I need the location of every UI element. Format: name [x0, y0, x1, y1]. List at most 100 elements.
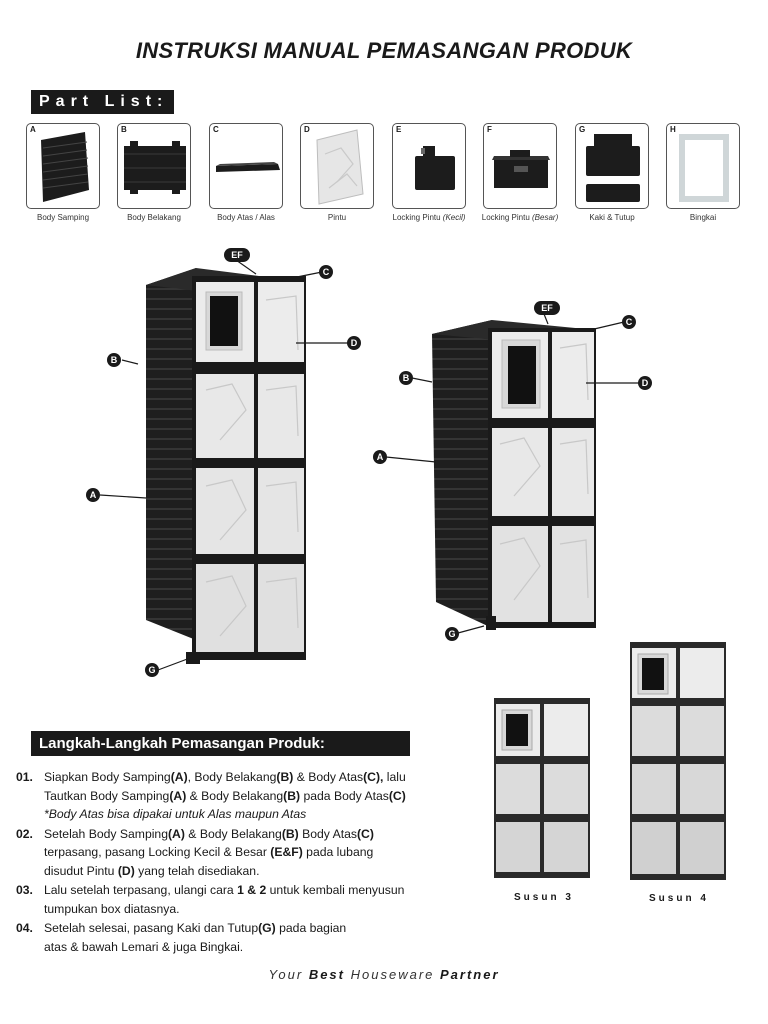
steps-heading: Langkah-Langkah Pemasangan Produk: [31, 731, 410, 756]
page-title: INSTRUKSI MANUAL PEMASANGAN PRODUK [135, 38, 633, 63]
part-f: F Locking Pintu (Besar) [482, 123, 558, 222]
caption-main: Locking Pintu [481, 213, 530, 222]
callout-g: G [445, 627, 459, 641]
part-letter: E [396, 125, 402, 134]
part-letter: A [30, 125, 36, 134]
susun-4-label: Susun 4 [649, 893, 709, 904]
part-caption: Pintu [327, 213, 347, 222]
tagline-word: Best [308, 967, 345, 982]
step-line: terpasang, pasang Locking Kecil & Besar … [44, 843, 486, 862]
text: , Body Belakang [187, 770, 277, 784]
caption-suffix: (Besar) [532, 213, 559, 222]
text: & Body Belakang [184, 826, 282, 841]
steps-list: 01. Siapkan Body Samping(A), Body Belaka… [16, 768, 486, 957]
part-caption: Body Samping [36, 213, 90, 222]
text: pada Body Atas [300, 788, 389, 803]
step-line: Setelah selesai, pasang Kaki dan Tutup(G… [44, 919, 486, 938]
text: disudut Pintu [44, 863, 118, 878]
assembly-diagram: EF C B D A G EF C B D A G [0, 240, 768, 690]
body-atas-image [216, 162, 280, 172]
part-e: E Locking Pintu (Kecil) [392, 123, 466, 222]
ref: (C), [363, 770, 384, 784]
step-line: disudut Pintu (D) yang telah disediakan. [44, 862, 486, 881]
part-f-box: F [483, 123, 557, 209]
pintu-image [316, 129, 364, 205]
text: terpasang, pasang Locking Kecil & Besar [44, 845, 271, 859]
ref: (A) [170, 770, 188, 784]
footer-tagline: Your Best Houseware Partner [0, 967, 768, 982]
text: yang telah disediakan. [134, 863, 260, 878]
cabinet-4-tier [146, 268, 306, 664]
part-letter: B [121, 125, 127, 134]
ref: (B) [276, 770, 294, 784]
text: & Body Atas [293, 770, 364, 784]
part-list: A Body Samping B Body Belakang [26, 123, 746, 233]
callout-c: C [622, 315, 636, 329]
step-3: 03. Lalu setelah terpasang, ulangi cara … [16, 881, 486, 918]
leader-lines [99, 259, 640, 671]
part-c: C Body Atas / Alas [209, 123, 283, 222]
callout-ef: EF [224, 248, 250, 262]
text: lalu [383, 770, 406, 784]
part-caption: Locking Pintu (Besar) [463, 213, 577, 222]
ref: (G) [258, 921, 276, 935]
stack-illustrations [494, 642, 726, 880]
part-letter: H [670, 125, 676, 134]
step-note: *Body Atas bisa dipakai untuk Alas maupu… [44, 807, 307, 821]
step-2: 02. Setelah Body Samping(A) & Body Belak… [16, 825, 486, 881]
ref: (A) [169, 788, 187, 803]
callout-b: B [107, 353, 121, 367]
part-c-box: C [209, 123, 283, 209]
kaki-tutup-image [586, 134, 640, 202]
part-caption: Bingkai [689, 213, 717, 222]
step-1: 01. Siapkan Body Samping(A), Body Belaka… [16, 768, 486, 824]
ref: (B) [283, 788, 301, 803]
step-number: 04. [16, 921, 33, 935]
bingkai-image [679, 134, 729, 202]
part-a-box: A [26, 123, 100, 209]
part-h-box: H [666, 123, 740, 209]
part-caption: Body Atas / Alas [217, 213, 275, 222]
part-g: G Kaki & Tutup [575, 123, 649, 222]
part-a: A Body Samping [26, 123, 100, 222]
part-h: H Bingkai [666, 123, 740, 222]
callout-a: A [86, 488, 100, 502]
step-4: 04. Setelah selesai, pasang Kaki dan Tut… [16, 919, 486, 956]
ref: (A) [168, 826, 185, 841]
part-d: D Pintu [300, 123, 374, 222]
part-letter: D [304, 125, 310, 134]
locking-besar-image [492, 150, 550, 188]
step-line: tumpukan box diatasnya. [44, 901, 180, 916]
tagline-word: Your [268, 967, 304, 982]
body-samping-image [41, 132, 89, 202]
part-list-heading: Part List: [31, 90, 174, 114]
callout-b: B [399, 371, 413, 385]
step-number: 03. [16, 883, 33, 897]
part-letter: C [213, 125, 219, 134]
text: Tautkan Body Samping [44, 788, 170, 803]
part-b: B Body Belakang [117, 123, 191, 222]
text: Setelah Body Samping [44, 826, 168, 841]
step-line: Siapkan Body Samping(A), Body Belakang(B… [44, 768, 486, 787]
susun-4-image [630, 642, 726, 880]
susun-3-label: Susun 3 [514, 892, 574, 903]
text: pada bagian [275, 921, 347, 935]
text: untuk kembali menyusun [266, 883, 405, 897]
ref: (B) [281, 826, 299, 841]
text: Lalu setelah terpasang, ulangi cara [44, 883, 238, 897]
part-letter: F [487, 125, 492, 134]
text: Setelah selesai, pasang Kaki dan Tutup [44, 921, 259, 935]
part-b-box: B [117, 123, 191, 209]
callout-d: D [347, 336, 361, 350]
tagline-word: Houseware [350, 967, 435, 982]
part-caption: Kaki & Tutup [589, 213, 635, 222]
ref: (C) [388, 788, 406, 803]
step-line: atas & bawah Lemari & juga Bingkai. [44, 939, 244, 954]
callout-ef: EF [534, 301, 560, 315]
text: Siapkan Body Samping [44, 770, 171, 784]
part-g-box: G [575, 123, 649, 209]
callout-c: C [319, 265, 333, 279]
ref: (D) [117, 863, 135, 878]
cabinet-illustrations [99, 259, 640, 671]
part-letter: G [579, 125, 586, 134]
